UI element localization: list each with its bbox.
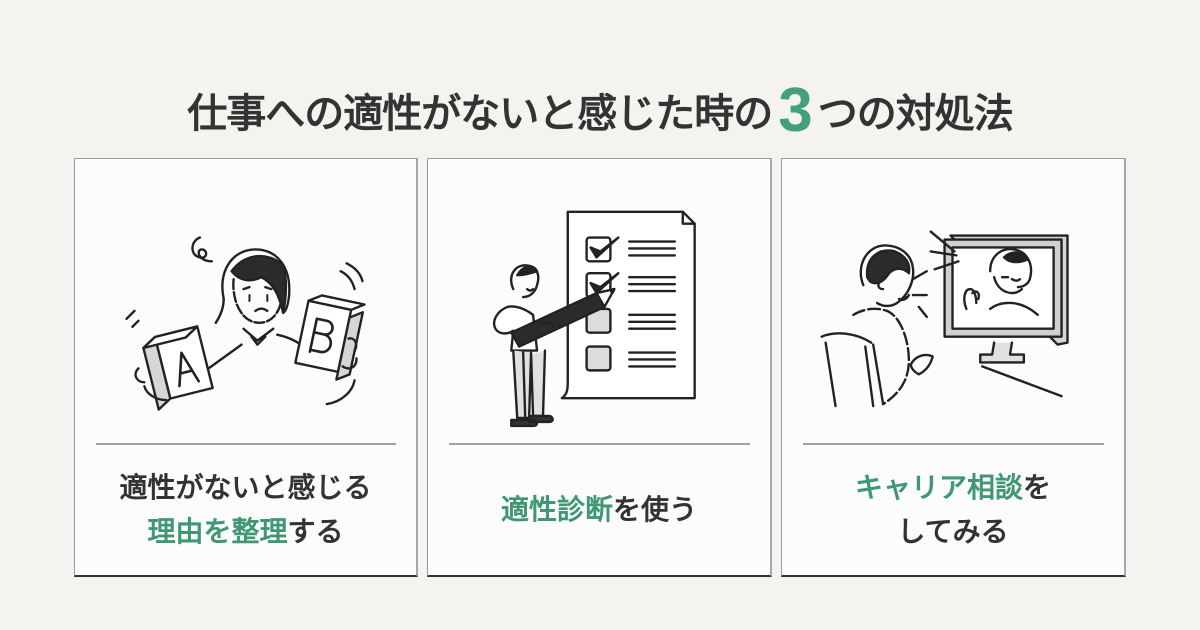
caption-text: 適性がないと感じる <box>119 471 372 504</box>
card-divider <box>803 443 1104 445</box>
video-call-consultation-icon <box>820 230 1069 408</box>
title-text-after: つの対処法 <box>817 90 1014 137</box>
card-divider <box>449 443 750 445</box>
person-choosing-between-a-and-b-icon <box>125 236 366 411</box>
caption-line-2: してみる <box>897 510 1008 554</box>
card-divider <box>96 443 396 445</box>
caption-highlight: キャリア相談 <box>854 471 1023 504</box>
card-organize-reasons: 適性がないと感じる 理由を整理する <box>74 158 418 577</box>
person-with-pencil-checklist-icon <box>493 210 696 428</box>
caption-text: を使う <box>613 493 698 526</box>
card-caption: 適性がないと感じる 理由を整理する <box>75 455 416 565</box>
caption-highlight: 理由を整理 <box>147 515 288 548</box>
caption-line-1: 適性診断を使う <box>501 488 697 532</box>
caption-highlight: 適性診断 <box>500 493 613 526</box>
title-number: 3 <box>778 75 812 145</box>
caption-text: を <box>1023 471 1052 504</box>
caption-text: する <box>287 515 344 548</box>
caption-text: してみる <box>897 515 1009 548</box>
caption-line-2: 理由を整理する <box>147 510 343 554</box>
title-text-before: 仕事への適性がないと感じた時の <box>187 90 773 137</box>
caption-line-1: 適性がないと感じる <box>119 466 371 510</box>
card-aptitude-test: 適性診断を使う <box>427 158 772 577</box>
card-caption: 適性診断を使う <box>428 455 770 565</box>
card-career-consultation: キャリア相談を してみる <box>781 158 1126 577</box>
caption-line-1: キャリア相談を <box>855 466 1051 510</box>
card-caption: キャリア相談を してみる <box>782 455 1124 565</box>
